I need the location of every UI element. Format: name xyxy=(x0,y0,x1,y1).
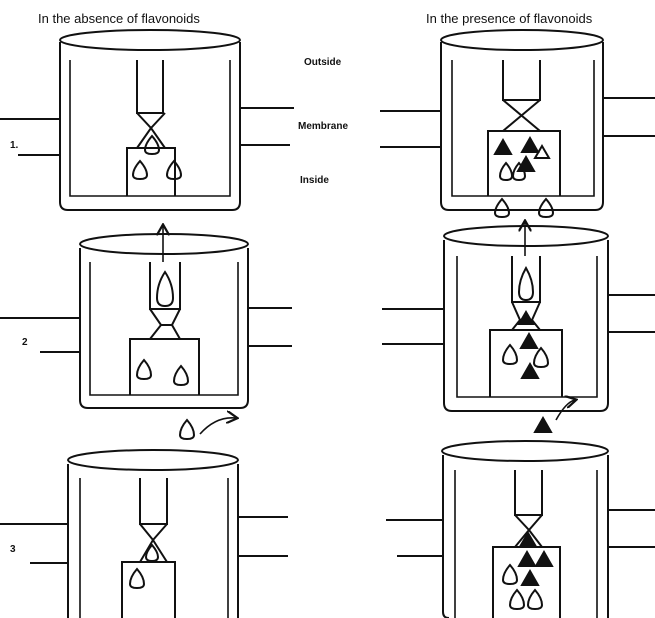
flavonoid-molecule xyxy=(522,571,538,585)
cell-wall xyxy=(444,240,608,411)
cell-wall xyxy=(441,42,603,210)
substrate-molecule xyxy=(539,199,553,217)
transporter-gate xyxy=(137,113,165,148)
transporter-top xyxy=(515,470,542,515)
transporter-gate xyxy=(503,100,540,131)
flavonoid-molecule xyxy=(521,334,537,348)
panel-right-3 xyxy=(386,441,655,618)
molecules-right-3 xyxy=(503,533,552,609)
flavonoid-molecule xyxy=(536,552,552,566)
substrate-molecule xyxy=(174,366,188,385)
substrate-molecule xyxy=(495,199,509,217)
cell-rim xyxy=(444,226,608,246)
flavonoid-molecule xyxy=(519,552,535,566)
substrate-molecule xyxy=(519,268,533,300)
transporter-gate xyxy=(150,309,180,339)
transporter-top xyxy=(503,60,540,100)
substrate-molecule xyxy=(137,360,151,379)
panel-left-1 xyxy=(0,30,294,210)
substrate-molecule xyxy=(528,590,542,609)
panel-left-2 xyxy=(0,226,292,408)
panel-left-3 xyxy=(0,450,288,618)
transporter-top xyxy=(512,256,540,302)
cell-rim xyxy=(80,234,248,254)
molecules-left-3 xyxy=(130,545,158,588)
cell-rim xyxy=(60,30,240,50)
substrate-molecule xyxy=(145,136,159,154)
flavonoid-molecule xyxy=(495,140,511,154)
released-flavonoid xyxy=(535,418,551,432)
molecules-right-1 xyxy=(495,138,553,217)
transporter-top xyxy=(137,60,163,113)
transporter-base xyxy=(130,339,199,395)
cell-rim xyxy=(441,30,603,50)
panel-right-1 xyxy=(380,30,655,210)
membrane-inner xyxy=(452,60,594,196)
substrate-molecule xyxy=(510,590,524,609)
cell-rim xyxy=(442,441,608,461)
cell-rim xyxy=(68,450,238,470)
membrane-lines xyxy=(380,98,655,147)
substrate-molecule xyxy=(130,569,144,588)
substrate-molecule xyxy=(503,565,517,584)
membrane-inner xyxy=(90,262,238,395)
substrate-molecule xyxy=(503,345,517,364)
transporter-gate xyxy=(140,524,167,562)
substrate-molecule xyxy=(157,272,173,306)
transporter-top xyxy=(150,262,180,309)
molecules-left-2 xyxy=(137,272,236,439)
substrate-molecule xyxy=(133,161,147,179)
transporter-base xyxy=(122,562,175,618)
substrate-molecule xyxy=(534,348,548,367)
substrate-molecule xyxy=(500,163,512,180)
flavonoid-molecule xyxy=(522,138,538,152)
flavonoid-molecule xyxy=(519,312,533,324)
membrane-lines xyxy=(386,510,655,556)
transporter-top xyxy=(140,478,167,524)
release-arrow xyxy=(200,418,236,434)
released-substrate xyxy=(180,420,194,439)
panel-right-2 xyxy=(382,222,655,411)
